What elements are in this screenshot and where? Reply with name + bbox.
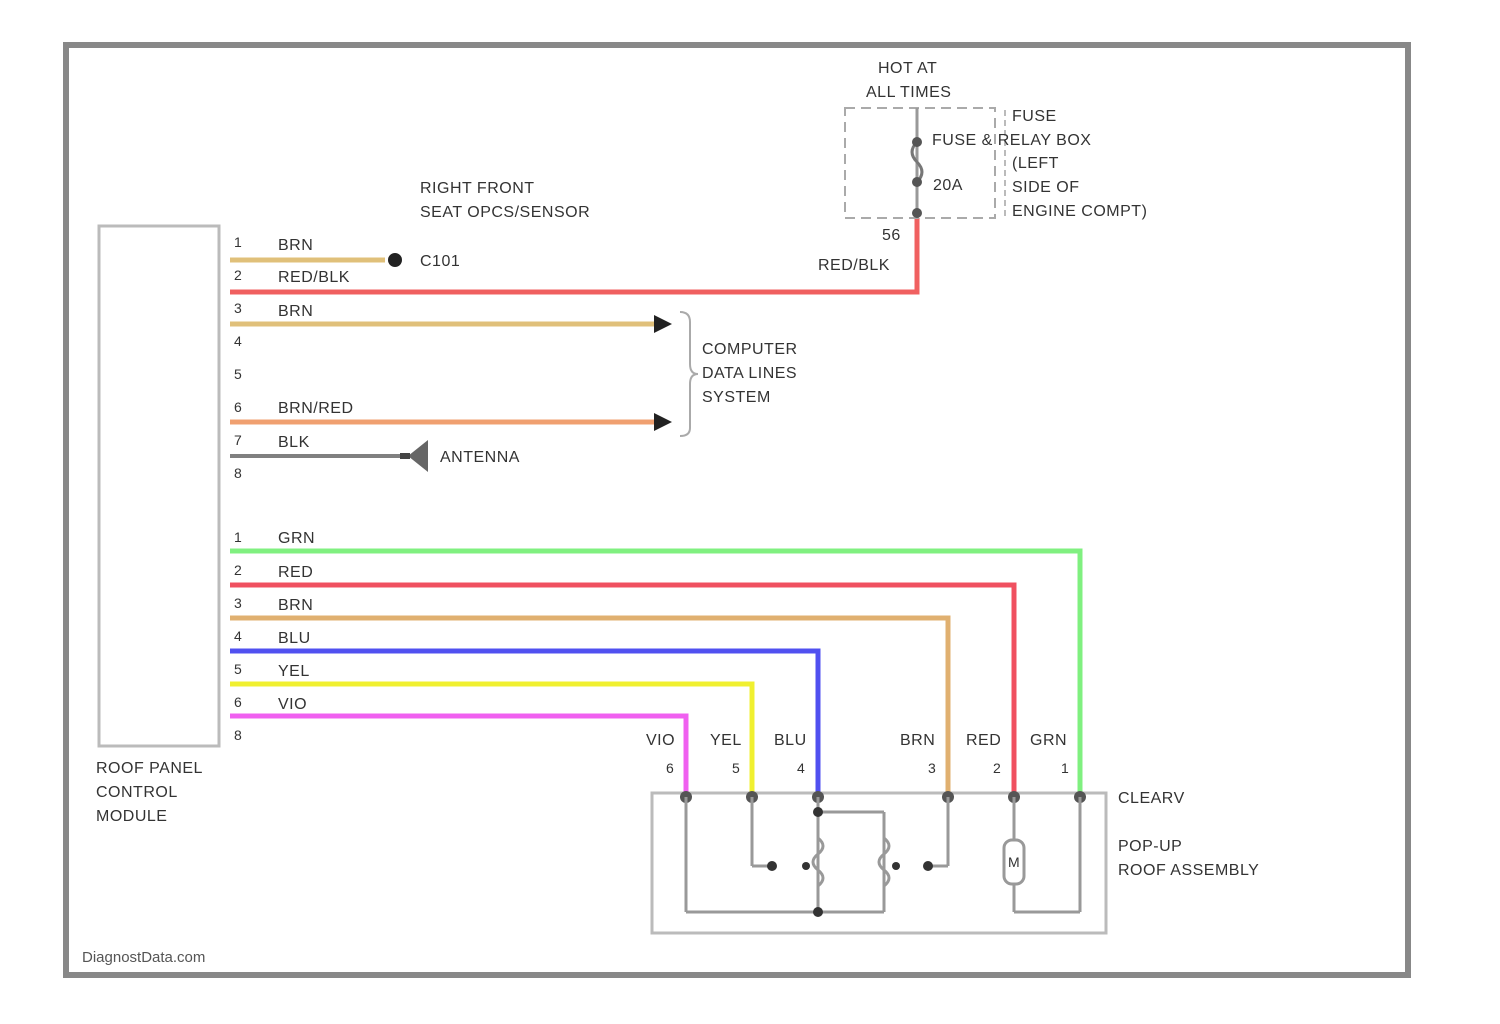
module-name-line-3: MODULE [96, 808, 167, 825]
roof-motor-label: M [1008, 854, 1020, 870]
fuse-callout-5: ENGINE COMPT) [1012, 203, 1147, 220]
computer-data-lines-3: SYSTEM [702, 389, 771, 406]
pin-a-7: 7 [234, 432, 242, 448]
pin-b-4: 4 [234, 628, 242, 644]
fuse-id: 56 [882, 227, 901, 244]
roof-pin-6-color: VIO [646, 732, 675, 749]
pin-a-3: 3 [234, 300, 242, 316]
pin-a-4: 4 [234, 333, 242, 349]
computer-data-lines-2: DATA LINES [702, 365, 797, 382]
fuse-terminal-top [912, 137, 922, 147]
wire-b2-color: RED [278, 564, 313, 581]
roof-pin-5: 5 [732, 760, 740, 776]
pin-b-6: 6 [234, 694, 242, 710]
fuse-rating: 20A [933, 177, 963, 194]
roof-pin-1-color: GRN [1030, 732, 1067, 749]
seat-sensor-line-1: RIGHT FRONT [420, 180, 535, 197]
pin-b-8: 8 [234, 727, 242, 743]
pin-a-1: 1 [234, 234, 242, 250]
computer-data-lines-1: COMPUTER [702, 341, 798, 358]
wire-a1-color: BRN [278, 237, 313, 254]
wire-a3-color: BRN [278, 303, 313, 320]
roof-pin-3: 3 [928, 760, 936, 776]
pin-b-5: 5 [234, 661, 242, 677]
pin-a-6: 6 [234, 399, 242, 415]
pin-b-1: 1 [234, 529, 242, 545]
fuse-wire-color: RED/BLK [818, 257, 890, 274]
roof-pin-4-color: BLU [774, 732, 807, 749]
wire-a2-color: RED/BLK [278, 269, 350, 286]
fuse-callout-4: SIDE OF [1012, 179, 1080, 196]
roof-pin-2-color: RED [966, 732, 1001, 749]
pin-b-3: 3 [234, 595, 242, 611]
roof-pin-2: 2 [993, 760, 1001, 776]
fuse-callout-1: FUSE [1012, 108, 1057, 125]
module-name-line-1: ROOF PANEL [96, 760, 203, 777]
roof-pin-6: 6 [666, 760, 674, 776]
wire-a6-color: BRN/RED [278, 400, 354, 417]
seat-sensor-line-2: SEAT OPCS/SENSOR [420, 204, 590, 221]
pin-a-2: 2 [234, 267, 242, 283]
pin-a-8: 8 [234, 465, 242, 481]
roof-connector-label: CLEARV [1118, 790, 1185, 807]
roof-pin-1: 1 [1061, 760, 1069, 776]
module-name-line-2: CONTROL [96, 784, 178, 801]
roof-panel-control-module-box [99, 226, 219, 746]
roof-pin-4: 4 [797, 760, 805, 776]
roof-assembly-name-1: POP-UP [1118, 838, 1182, 855]
hot-at-line-2: ALL TIMES [866, 84, 951, 101]
fuse-terminal-bottom [912, 177, 922, 187]
roof-pin-5-color: YEL [710, 732, 742, 749]
wire-b1-color: GRN [278, 530, 315, 547]
pin-a-5: 5 [234, 366, 242, 382]
roof-pin-3-color: BRN [900, 732, 935, 749]
antenna-label: ANTENNA [440, 449, 520, 466]
fuse-callout-2: FUSE & RELAY BOX [932, 132, 1091, 149]
wire-b4-color: BLU [278, 630, 311, 647]
c101-terminal-dot [388, 253, 402, 267]
wire-b6-color: VIO [278, 696, 307, 713]
pin-b-2: 2 [234, 562, 242, 578]
fuse-output-terminal [912, 208, 922, 218]
roof-assembly-name-2: ROOF ASSEMBLY [1118, 862, 1259, 879]
roof-motor-icon: M [1004, 840, 1024, 884]
wire-b5-color: YEL [278, 663, 310, 680]
watermark: DiagnostData.com [82, 949, 205, 966]
wire-b3-color: BRN [278, 597, 313, 614]
fuse-callout-3: (LEFT [1012, 155, 1059, 172]
wire-a7-color: BLK [278, 434, 310, 451]
c101-label: C101 [420, 253, 460, 270]
hot-at-line-1: HOT AT [878, 60, 937, 77]
